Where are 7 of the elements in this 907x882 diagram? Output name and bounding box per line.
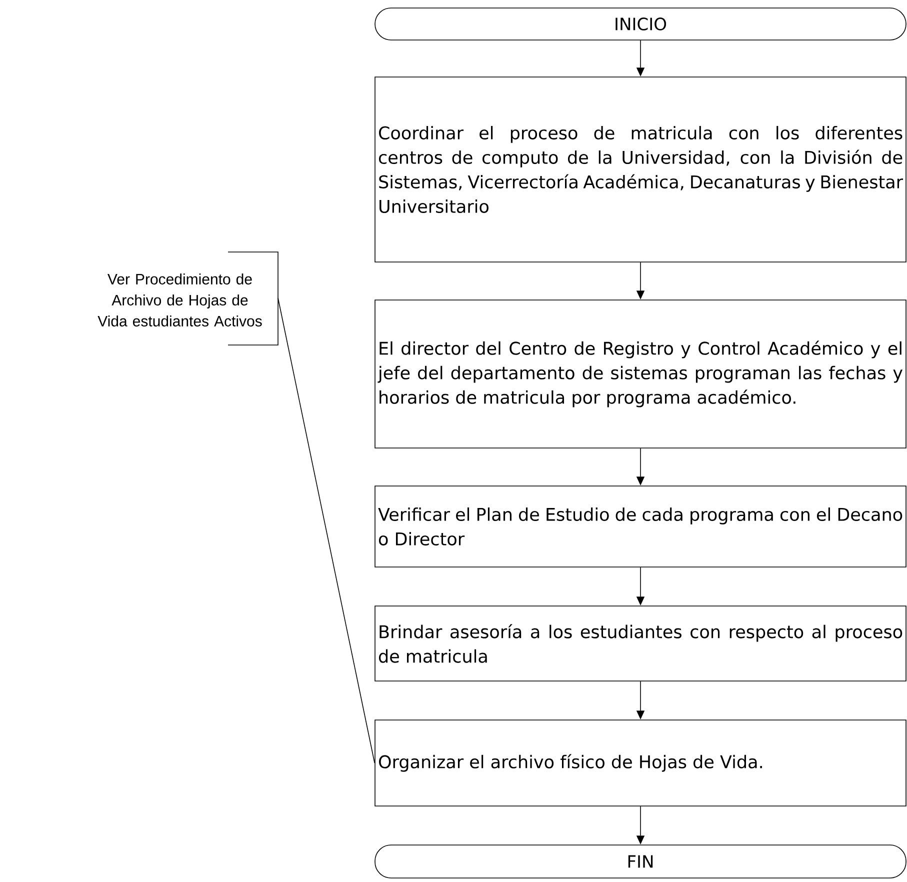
- process-box: Organizar el archivo físico de Hojas de Vida.: [374, 720, 906, 806]
- leader-line: [278, 298, 375, 764]
- process-box: El director del Centro de Registro y Control Académico y el jefe del departamento de sistemas programan las fechas y horarios de matricula por programa académico.: [374, 300, 906, 448]
- process-box: Verificar el Plan de Estudio de cada programa con el Decano o Director: [374, 486, 906, 568]
- annotation-text: Ver Procedimiento de Archivo de Hojas de Vida estudiantes Activos: [98, 273, 262, 326]
- process-box: Brindar asesoría a los estudiantes con respecto al proceso de matricula: [374, 606, 906, 682]
- process-box: Coordinar el proceso de matricula con los diferentes centros de computo de la Universidad, con la División de Sistemas, Vicerrectoría Académica, Decanaturas y Bienestar Universitario: [374, 76, 906, 262]
